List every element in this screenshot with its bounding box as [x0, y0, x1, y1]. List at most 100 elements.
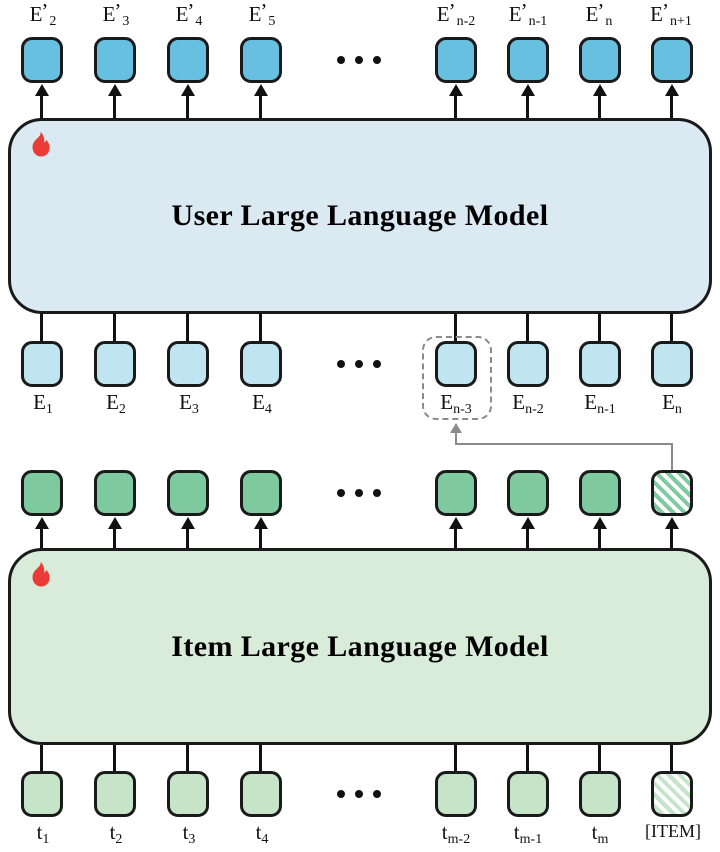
node-label-user-input-0: E1 — [33, 390, 53, 417]
node-label-user-output-4: E’n-2 — [436, 0, 476, 29]
node-label-user-input-2: E3 — [179, 390, 199, 417]
node-label-item-input-7: [ITEM] — [645, 821, 701, 841]
user-output-embedding-box[interactable] — [21, 37, 63, 83]
item-output-token-box[interactable] — [21, 470, 63, 516]
user-output-embedding-box[interactable] — [240, 37, 282, 83]
item-input-token-box[interactable] — [21, 771, 63, 817]
ellipsis-user-input — [337, 360, 381, 368]
ellipsis-user-output — [337, 56, 381, 64]
line-token-to-item-llm — [40, 745, 43, 772]
user-large-language-model-panel[interactable]: User Large Language Model — [8, 118, 712, 314]
line-token-to-item-llm — [454, 745, 457, 772]
item-input-token-box[interactable] — [579, 771, 621, 817]
node-label-item-input-2: t3 — [182, 820, 196, 847]
ellipsis-item-input — [337, 790, 381, 798]
node-label-user-output-1: E’3 — [102, 0, 130, 29]
node-label-user-output-6: E’n — [585, 0, 613, 29]
highlight-dashed-box-e-n-3 — [422, 336, 492, 420]
node-label-user-input-1: E2 — [106, 390, 126, 417]
user-input-embedding-box[interactable] — [240, 341, 282, 387]
node-label-user-input-5: En-2 — [512, 390, 544, 417]
item-output-token-box[interactable] — [507, 470, 549, 516]
line-input-to-user-llm — [40, 313, 43, 342]
line-input-to-user-llm — [259, 313, 262, 342]
item-large-language-model-panel[interactable]: Item Large Language Model — [8, 548, 712, 745]
user-input-embedding-box[interactable] — [579, 341, 621, 387]
line-input-to-user-llm — [526, 313, 529, 342]
arrow-item-llm-to-output — [40, 528, 43, 550]
user-output-embedding-box[interactable] — [167, 37, 209, 83]
user-input-embedding-box[interactable] — [21, 341, 63, 387]
line-token-to-item-llm — [526, 745, 529, 772]
line-input-to-user-llm — [113, 313, 116, 342]
arrow-user-llm-to-output — [454, 95, 457, 119]
node-label-user-output-3: E’5 — [248, 0, 276, 29]
node-label-item-input-6: tm — [591, 820, 609, 847]
user-input-embedding-box[interactable] — [507, 341, 549, 387]
user-input-embedding-box-highlighted[interactable] — [435, 341, 477, 387]
arrow-item-llm-to-output — [113, 528, 116, 550]
arrow-user-llm-to-output — [186, 95, 189, 119]
user-output-embedding-box[interactable] — [579, 37, 621, 83]
node-label-item-input-0: t1 — [36, 820, 50, 847]
item-output-token-box[interactable] — [94, 470, 136, 516]
node-label-user-output-2: E’4 — [175, 0, 203, 29]
line-input-to-user-llm — [454, 313, 457, 342]
item-llm-title: Item Large Language Model — [171, 629, 549, 663]
arrow-item-llm-to-output — [259, 528, 262, 550]
node-label-user-output-7: E’n+1 — [650, 0, 692, 29]
arrow-user-llm-to-output — [113, 95, 116, 119]
flame-icon — [32, 561, 50, 587]
user-input-embedding-box[interactable] — [167, 341, 209, 387]
node-label-user-input-7: En — [662, 390, 682, 417]
item-output-token-box[interactable] — [167, 470, 209, 516]
line-token-to-item-llm — [113, 745, 116, 772]
node-label-user-output-5: E’n-1 — [508, 0, 548, 29]
node-label-item-input-5: tm-1 — [513, 820, 543, 847]
connector-item-to-user-vertical-right — [671, 443, 673, 474]
arrow-item-llm-to-output — [598, 528, 601, 550]
arrow-user-llm-to-output — [40, 95, 43, 119]
item-output-token-box[interactable] — [240, 470, 282, 516]
user-output-embedding-box[interactable] — [94, 37, 136, 83]
line-input-to-user-llm — [670, 313, 673, 342]
arrow-user-llm-to-output — [598, 95, 601, 119]
item-input-token-box[interactable] — [507, 771, 549, 817]
node-label-item-input-4: tm-2 — [441, 820, 471, 847]
arrow-user-llm-to-output — [670, 95, 673, 119]
line-token-to-item-llm — [598, 745, 601, 772]
user-output-embedding-box[interactable] — [651, 37, 693, 83]
user-output-embedding-box[interactable] — [435, 37, 477, 83]
arrow-item-llm-to-output — [526, 528, 529, 550]
item-output-token-box[interactable] — [579, 470, 621, 516]
node-label-user-input-3: E4 — [252, 390, 272, 417]
node-label-user-input-6: En-1 — [584, 390, 616, 417]
user-input-embedding-box[interactable] — [651, 341, 693, 387]
connector-item-to-user-arrow — [455, 432, 457, 445]
user-input-embedding-box[interactable] — [94, 341, 136, 387]
item-output-token-box-item-embedding[interactable] — [651, 470, 693, 516]
node-label-item-input-1: t2 — [109, 820, 123, 847]
arrow-item-llm-to-output — [186, 528, 189, 550]
node-label-user-input-4: En-3 — [440, 390, 472, 417]
node-label-user-output-0: E’2 — [29, 0, 57, 29]
user-output-embedding-box[interactable] — [507, 37, 549, 83]
arrow-item-llm-to-output — [454, 528, 457, 550]
line-input-to-user-llm — [186, 313, 189, 342]
item-input-token-box[interactable] — [94, 771, 136, 817]
arrow-item-llm-to-output — [670, 528, 673, 550]
item-input-token-box[interactable] — [167, 771, 209, 817]
line-token-to-item-llm — [670, 745, 673, 772]
item-input-token-box-item-placeholder[interactable] — [651, 771, 693, 817]
ellipsis-item-output — [337, 489, 381, 497]
item-input-token-box[interactable] — [435, 771, 477, 817]
user-llm-title: User Large Language Model — [171, 199, 549, 232]
item-input-token-box[interactable] — [240, 771, 282, 817]
item-output-token-box[interactable] — [435, 470, 477, 516]
flame-icon — [32, 131, 50, 157]
arrow-user-llm-to-output — [526, 95, 529, 119]
node-label-item-input-3: t4 — [255, 820, 269, 847]
line-token-to-item-llm — [259, 745, 262, 772]
connector-item-to-user-horizontal — [455, 443, 673, 445]
